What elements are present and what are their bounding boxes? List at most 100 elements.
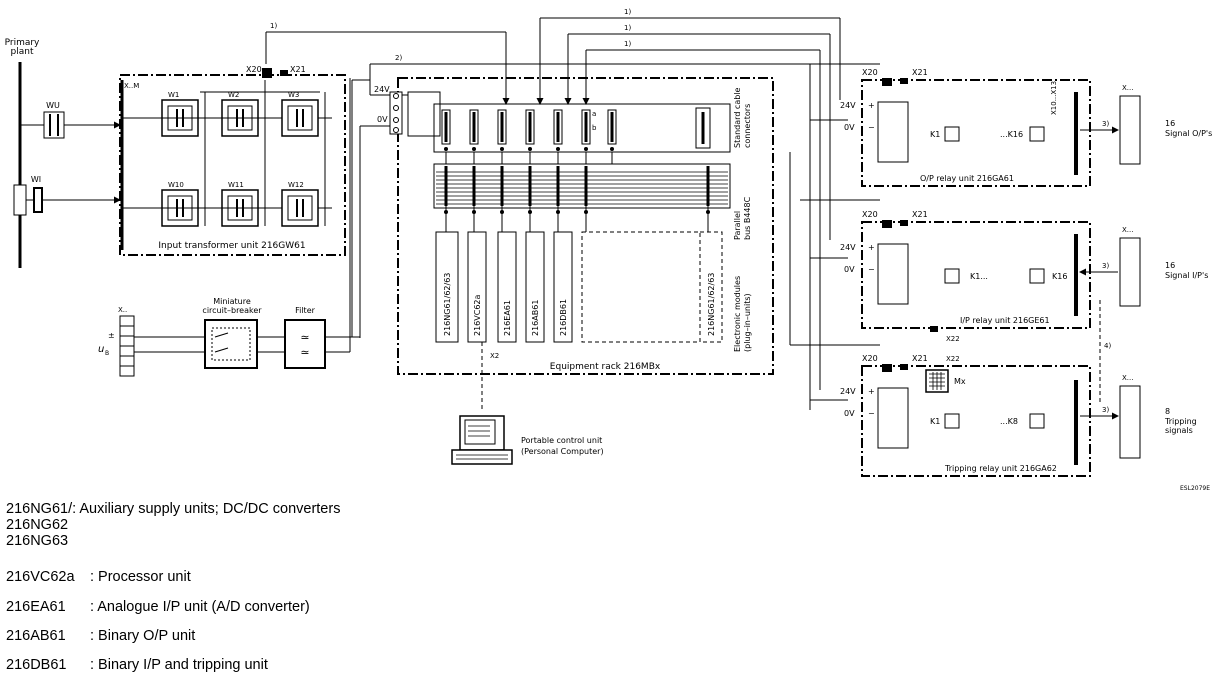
svg-text:0V: 0V	[844, 409, 855, 418]
svg-text:Signal O/P's: Signal O/P's	[1165, 129, 1212, 138]
svg-text:1): 1)	[624, 40, 631, 48]
svg-text:3): 3)	[1102, 262, 1109, 270]
svg-text:X21: X21	[290, 65, 306, 74]
svg-text:I/P relay unit 216GE61: I/P relay unit 216GE61	[960, 316, 1050, 325]
svg-text:...K16: ...K16	[1000, 130, 1023, 139]
drawing-id: ESL2079E	[1180, 485, 1210, 490]
legend-row-ab: 216AB61: Binary O/P unit	[6, 628, 196, 644]
svg-text:1): 1)	[624, 24, 631, 32]
svg-text:0V: 0V	[844, 265, 855, 274]
svg-text:X..M: X..M	[124, 82, 139, 90]
svg-text:−: −	[868, 265, 875, 274]
svg-text:≃: ≃	[300, 346, 309, 359]
module-5	[699, 231, 723, 343]
svg-text:X21: X21	[912, 210, 928, 219]
svg-text:Primary: Primary	[5, 38, 40, 48]
interconnect-lines: 1) 1) 1) 1) 2)	[265, 8, 880, 410]
transformer-label: W2	[228, 91, 239, 99]
svg-text:signals: signals	[1165, 426, 1193, 435]
transformer-label: W11	[228, 181, 244, 189]
svg-text:X20: X20	[862, 354, 878, 363]
svg-text:K1...: K1...	[970, 272, 988, 281]
svg-text:24V: 24V	[840, 101, 856, 110]
svg-text:X..: X..	[118, 306, 127, 314]
svg-text:K1: K1	[930, 130, 940, 139]
svg-text:Miniature: Miniature	[213, 297, 251, 306]
transformer-label: W10	[168, 181, 184, 189]
supply-section: X.. ± u B Miniature circuit–breaker Filt…	[98, 78, 390, 377]
primary-plant: Primary plant WU WI	[5, 38, 121, 268]
transformer-wu-label: WU	[46, 101, 60, 110]
breaker-label: circuit–breaker	[202, 306, 262, 315]
svg-text:±: ±	[108, 331, 115, 340]
module-label: 216NG61/62/63	[443, 273, 452, 336]
svg-text:+: +	[868, 387, 875, 396]
transformer-label: W3	[288, 91, 299, 99]
svg-text:X20: X20	[246, 65, 262, 74]
legend-row-db: 216DB61: Binary I/P and tripping unit	[6, 657, 268, 673]
svg-text:O/P relay unit 216GA61: O/P relay unit 216GA61	[920, 174, 1014, 183]
svg-text:24V: 24V	[374, 85, 390, 94]
svg-text:...K8: ...K8	[1000, 417, 1018, 426]
module-label: 216EA61	[503, 300, 512, 336]
svg-text:Electronic modules: Electronic modules	[733, 276, 742, 352]
svg-text:Tripping relay unit 216GA62: Tripping relay unit 216GA62	[944, 464, 1057, 473]
svg-text:X...: X...	[1122, 84, 1133, 92]
svg-text:B: B	[105, 350, 109, 357]
module-4	[553, 231, 573, 343]
module-label: 216AB61	[531, 300, 540, 336]
svg-text:plant: plant	[11, 47, 34, 57]
svg-text:0V: 0V	[844, 123, 855, 132]
svg-text:X...: X...	[1122, 374, 1133, 382]
legend-row-ng62: 216NG62	[6, 517, 69, 533]
legend-row-vc: 216VC62a: Processor unit	[6, 569, 191, 585]
svg-text:3): 3)	[1102, 120, 1109, 128]
rack-label: Equipment rack 216MBx	[550, 362, 661, 372]
svg-text:X22: X22	[946, 335, 960, 343]
svg-text:b: b	[592, 124, 597, 132]
input-transformer-label: Input transformer unit 216GW61	[158, 241, 305, 251]
svg-text:connectors: connectors	[743, 104, 752, 148]
svg-text:X20: X20	[862, 210, 878, 219]
svg-text:X10...X13: X10...X13	[1050, 81, 1058, 115]
filter-label: Filter	[295, 306, 316, 315]
module-2	[497, 231, 517, 343]
svg-text:X21: X21	[912, 354, 928, 363]
module-label: 216NG61/62/63	[707, 273, 716, 336]
svg-text:+: +	[868, 101, 875, 110]
svg-text:16: 16	[1165, 119, 1175, 128]
svg-text:(Personal Computer): (Personal Computer)	[521, 447, 604, 456]
svg-text:24V: 24V	[840, 243, 856, 252]
svg-text:8: 8	[1165, 407, 1170, 416]
svg-text:X...: X...	[1122, 226, 1133, 234]
svg-text:−: −	[868, 123, 875, 132]
svg-text:2): 2)	[395, 54, 402, 62]
svg-text:0V: 0V	[377, 115, 388, 124]
legend-row-ea: 216EA61: Analogue I/P unit (A/D converte…	[6, 599, 310, 615]
transformer-wi-label: WI	[31, 175, 41, 184]
relay-unit-tripping: X20 X21 X22 Mx 24V 0V +− K1 ...K8 3) Tri…	[840, 354, 1197, 477]
svg-text:X22: X22	[946, 355, 960, 363]
svg-text:X2: X2	[490, 352, 499, 360]
svg-text:≃: ≃	[300, 331, 309, 344]
svg-text:Parallel: Parallel	[733, 211, 742, 240]
svg-text:X20: X20	[862, 68, 878, 77]
module-label: 216DB61	[559, 299, 568, 336]
module-0	[435, 231, 459, 343]
svg-text:24V: 24V	[840, 387, 856, 396]
legend-row-ng: 216NG61/: Auxiliary supply units; DC/DC …	[6, 501, 341, 517]
svg-text:16: 16	[1165, 261, 1175, 270]
relay-unit-op: X20 X21 X10...X13 24V 0V +− K1 ...K16 3)…	[840, 68, 1212, 187]
svg-text:−: −	[868, 409, 875, 418]
transformer-label: W1	[168, 91, 179, 99]
svg-text:4): 4)	[1104, 342, 1111, 350]
svg-text:1): 1)	[270, 22, 277, 30]
module-label: 216VC62a	[473, 294, 482, 336]
svg-text:bus B448C: bus B448C	[743, 196, 752, 240]
svg-text:(plug–in–units): (plug–in–units)	[743, 293, 752, 352]
legend-row-ng63: 216NG63	[6, 533, 69, 549]
svg-text:Standard cable: Standard cable	[733, 87, 742, 148]
svg-text:Tripping: Tripping	[1164, 417, 1197, 426]
